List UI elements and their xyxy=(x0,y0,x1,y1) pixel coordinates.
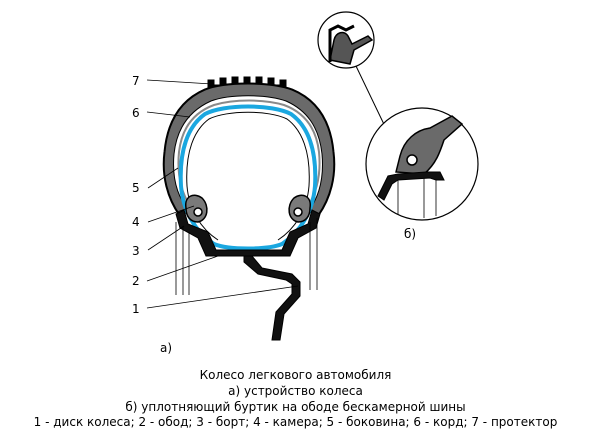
cord-layer xyxy=(177,99,321,207)
zoom-small-bead xyxy=(329,31,374,65)
figure-label-b: б) xyxy=(404,227,416,241)
label-1: 1 xyxy=(132,302,140,316)
caption-line-a: а) устройство колеса xyxy=(228,384,363,398)
bead-wire-left xyxy=(193,207,203,217)
leader-lines xyxy=(146,79,299,309)
rim xyxy=(175,209,321,257)
guide-lines xyxy=(175,218,318,295)
caption-line-b: б) уплотняющий буртик на ободе бескамерн… xyxy=(125,400,466,414)
wheel-disc xyxy=(243,255,301,341)
figure-label-a: а) xyxy=(160,341,172,355)
zoom-small-rim xyxy=(328,24,355,62)
inner-tube xyxy=(178,104,318,251)
label-7: 7 xyxy=(132,74,140,88)
caption-title: Колесо легкового автомобиля xyxy=(199,368,392,382)
wheel-section-a: 7 6 5 4 3 2 1 а) xyxy=(132,74,336,355)
zoom-large-rim xyxy=(377,171,445,201)
inner-tube-inner xyxy=(186,111,310,241)
label-4: 4 xyxy=(132,215,140,229)
label-6: 6 xyxy=(132,106,140,120)
label-5: 5 xyxy=(132,181,140,195)
detail-section-b: б) xyxy=(317,11,479,241)
label-3: 3 xyxy=(132,244,140,258)
label-2: 2 xyxy=(132,274,140,288)
zoom-large-bead-wire xyxy=(406,154,418,166)
tire-wall-fill xyxy=(163,83,335,216)
caption-legend: 1 - диск колеса; 2 - обод; 3 - борт; 4 -… xyxy=(33,415,558,429)
bead-wire-right xyxy=(293,207,303,217)
zoom-large-guides xyxy=(397,178,437,218)
